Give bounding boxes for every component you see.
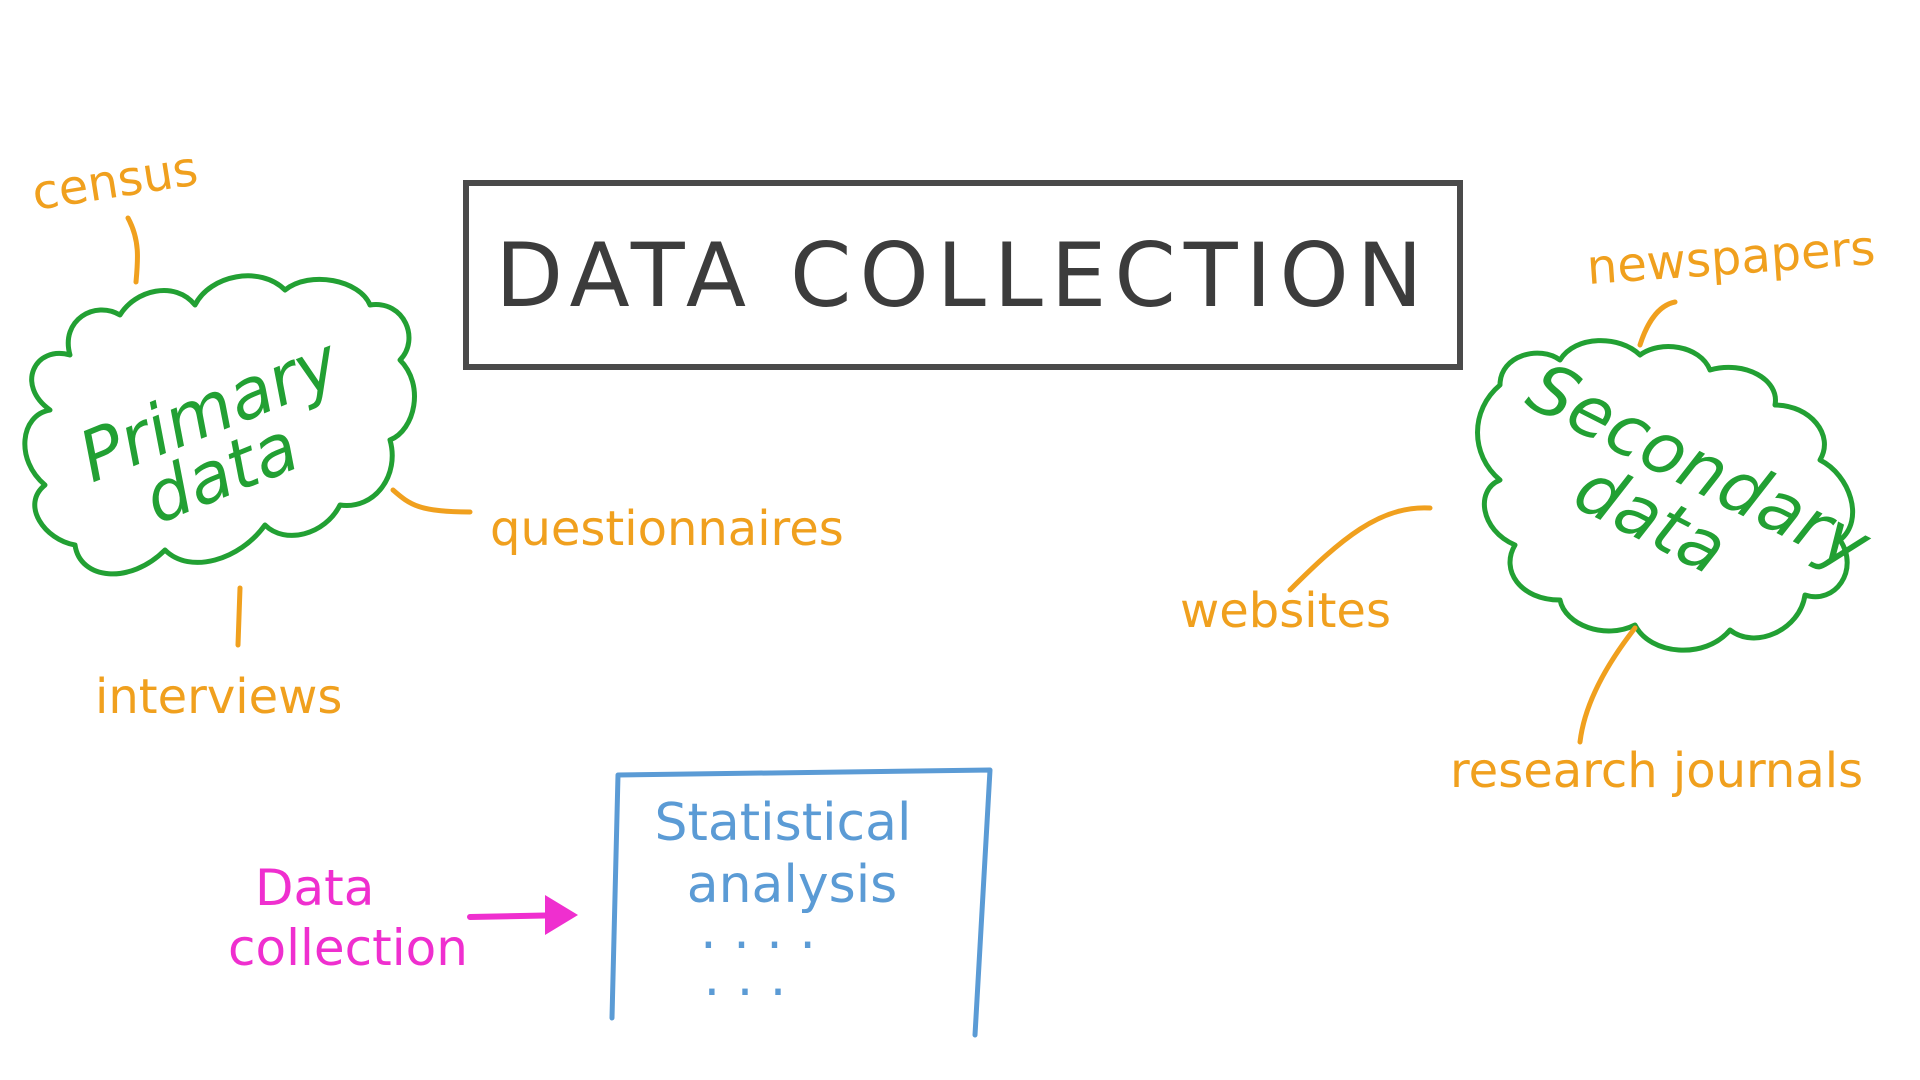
census-connector (125, 215, 140, 285)
interviews-connector (235, 585, 243, 648)
title-box (463, 180, 1463, 370)
analysis-box-dots2: · · · (704, 963, 787, 1023)
flow-source-line1: Data (255, 859, 374, 917)
analysis-box (609, 767, 993, 1038)
research-journals-label: research journals (1450, 743, 1863, 799)
newspapers-connector (1637, 299, 1678, 348)
websites-connector (1287, 505, 1433, 593)
research-journals-connector (1577, 625, 1638, 745)
flow-arrowhead (545, 895, 578, 935)
analysis-box-line1: Statistical (655, 793, 912, 853)
census-label: census (28, 140, 201, 221)
questionnaires-label: questionnaires (490, 501, 844, 557)
title-text: DATA COLLECTION (495, 224, 1430, 327)
primary-data-cloud (22, 273, 417, 577)
newspapers-label: newspapers (1585, 220, 1877, 296)
analysis-box-dots1: · · · · (700, 916, 816, 976)
secondary-data-cloud (1475, 338, 1856, 653)
interviews-label: interviews (95, 669, 342, 725)
websites-label: websites (1180, 583, 1391, 639)
analysis-box-line2: analysis (687, 855, 898, 915)
questionnaires-connector (390, 487, 473, 515)
flow-source-line2: collection (228, 919, 468, 977)
